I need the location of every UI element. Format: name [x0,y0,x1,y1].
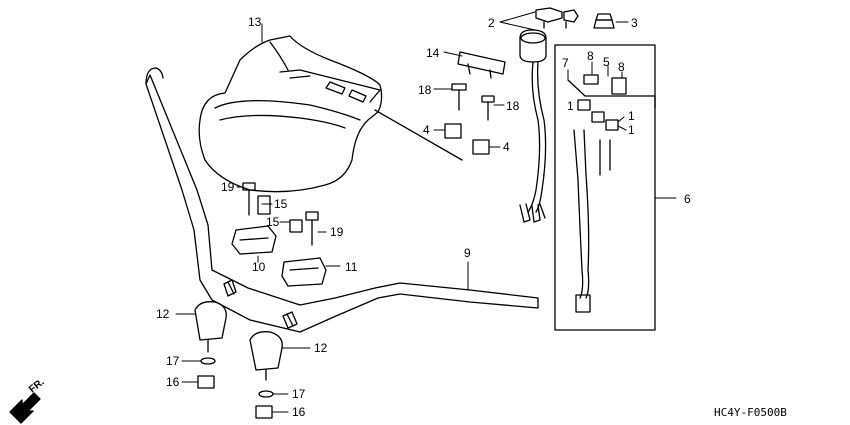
callout-6: 6 [684,192,691,206]
front-direction-arrow [9,392,41,424]
callout-16: 16 [166,375,180,389]
grommets-4 [444,123,490,155]
callout-12: 12 [314,341,328,355]
lower-holders [194,301,283,381]
callout-1: 1 [628,123,635,137]
cap-part-3 [593,13,615,29]
callout-3: 3 [631,16,638,30]
callout-17: 17 [166,354,180,368]
callout-2: 2 [488,16,495,30]
callout-18: 18 [418,83,432,97]
ignition-switch [519,7,579,223]
callout-19: 19 [330,225,344,239]
callout-9: 9 [464,246,471,260]
leader-lines [175,11,677,413]
callout-1: 1 [628,109,635,123]
callout-19: 19 [221,180,235,194]
diagram-code: HC4Y-F0500B [714,406,787,419]
bolt-nut-group [242,182,319,246]
callout-7: 7 [562,56,569,70]
callout-10: 10 [252,260,266,274]
callout-4: 4 [423,123,430,137]
callout-13: 13 [248,15,262,29]
callout-12: 12 [156,307,170,321]
callout-8: 8 [587,49,594,63]
callout-numbers: 13 2 3 14 18 18 4 4 7 8 5 8 1 1 1 6 19 1… [156,15,691,419]
cover-leader-line [374,109,463,161]
emblem-plate [457,51,506,79]
front-direction-label: FR. [27,377,47,396]
handlebar [145,67,539,333]
callout-5: 5 [603,55,610,69]
handlebar-cover [198,35,383,193]
callout-4: 4 [503,140,510,154]
callout-15: 15 [274,197,288,211]
callout-18: 18 [506,99,520,113]
callout-17: 17 [292,387,306,401]
washers-and-nuts [197,357,274,419]
upper-holders [231,225,327,287]
callout-16: 16 [292,405,306,419]
callout-14: 14 [426,46,440,60]
screws-18 [451,83,495,121]
callout-8: 8 [618,60,625,74]
harness-group-box [554,44,656,331]
callout-11: 11 [345,260,358,274]
callout-15: 15 [266,215,280,229]
callout-1: 1 [567,99,574,113]
